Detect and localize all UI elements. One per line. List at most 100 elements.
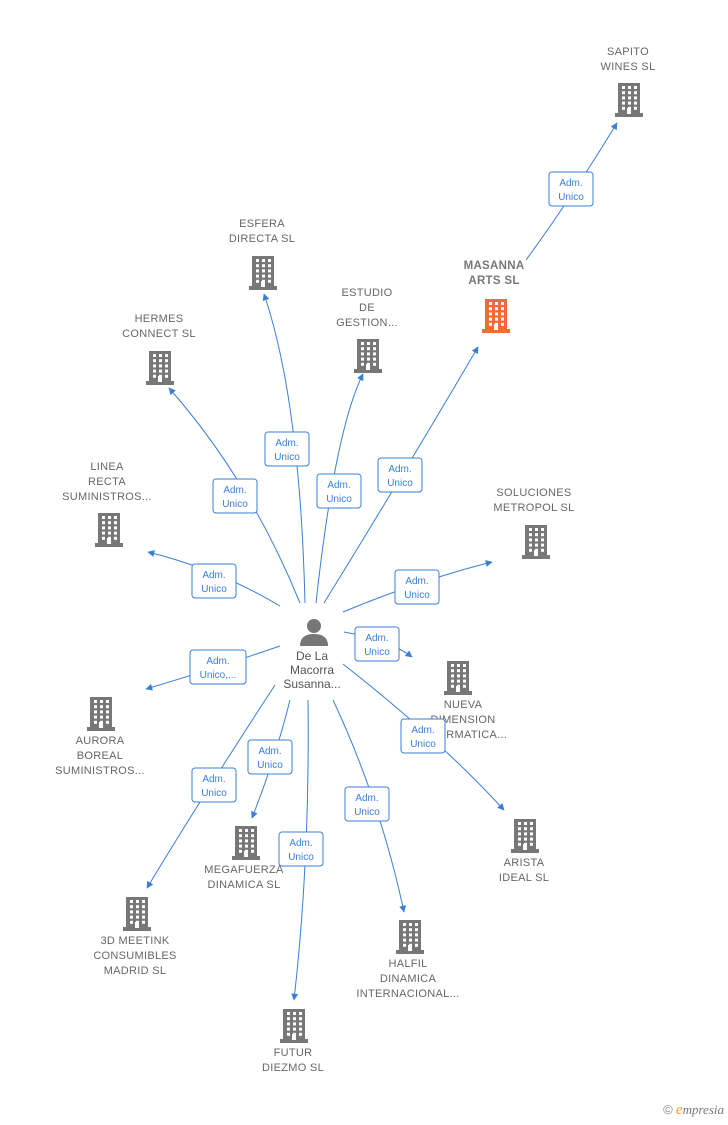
edge-role-line2: Unico [222, 499, 248, 510]
edge-role-line2: Unico [354, 807, 380, 818]
edge-person-esfera [262, 293, 306, 604]
building-icon [615, 83, 643, 117]
company-name-line: CONSUMIBLES [93, 950, 176, 962]
edge-role-line2: Unico [387, 478, 413, 489]
company-name-line: INTERNACIONAL... [356, 988, 459, 1000]
edge-role-line1: Adm. [202, 774, 225, 785]
building-icon [444, 661, 472, 695]
company-name-line: DINAMICA [380, 973, 437, 985]
edge-role-line2: Unico [364, 647, 390, 658]
building-icon [511, 819, 539, 853]
company-name-line: MASANNA [464, 260, 525, 272]
edge-label-nueva[interactable]: Adm. Unico [354, 626, 400, 662]
edge-label-box [400, 718, 446, 754]
company-node-masanna[interactable]: MASANNA ARTS SL [464, 260, 525, 333]
edge-role-line2: Unico [404, 590, 430, 601]
company-name-line: IDEAL SL [499, 872, 549, 884]
edge-label-sapito[interactable]: Adm. Unico [548, 171, 594, 207]
person-node[interactable]: De LaMacorraSusanna... [283, 619, 341, 691]
edge-label-aurora[interactable]: Adm. Unico,... [189, 649, 247, 685]
edge-label-megafuerza[interactable]: Adm. Unico [247, 739, 293, 775]
company-node-megafuerza[interactable]: MEGAFUERZA DINAMICA SL [204, 826, 284, 891]
company-name-line: ESFERA [239, 218, 285, 230]
brand-initial: e [675, 1102, 683, 1118]
company-name-line: DINAMICA SL [208, 879, 281, 891]
edge-label-box [316, 473, 362, 509]
brand-name: mpresia [682, 1102, 724, 1117]
edge-label-futur[interactable]: Adm. Unico [278, 831, 324, 867]
edge-role-line1: Adm. [289, 838, 312, 849]
edge-role-line2: Unico [326, 494, 352, 505]
edge-label-arista[interactable]: Adm.Unico [400, 718, 446, 754]
edge-role-line2: Unico,... [200, 670, 237, 681]
edge-role-line1: Adm. [559, 178, 582, 189]
person-icon [300, 619, 328, 646]
edge-role-line2: Unico [201, 584, 227, 595]
edge-label-linea[interactable]: Adm. Unico [191, 563, 237, 599]
company-node-aurora[interactable]: AURORA BOREAL SUMINISTROS... [55, 697, 145, 777]
edge-label-box [548, 171, 594, 207]
company-name-line: SAPITO [607, 46, 649, 58]
edge-role-line1: Adm. [405, 576, 428, 587]
company-name-line: AURORA [76, 735, 125, 747]
building-icon [232, 826, 260, 860]
edge-role-line1: Adm. [223, 485, 246, 496]
edge-label-hermes[interactable]: Adm. Unico [212, 478, 258, 514]
company-name-line: DE [359, 302, 375, 314]
company-name-line: ESTUDIO [342, 287, 393, 299]
building-icon [280, 1009, 308, 1043]
company-node-sapito[interactable]: SAPITO WINES SL [601, 46, 656, 117]
company-node-esfera[interactable]: ESFERA DIRECTA SL [229, 218, 295, 290]
company-name-line: LINEA [90, 461, 124, 473]
edge-label-halfil[interactable]: Adm. Unico [344, 786, 390, 822]
edge-role-line1: Adm. [206, 656, 229, 667]
edge-role-line1: Adm. [365, 633, 388, 644]
company-node-halfil[interactable]: HALFILDINAMICAINTERNACIONAL... [356, 920, 459, 1000]
edge-label-estudio[interactable]: Adm.Unico [316, 473, 362, 509]
company-name-line: BOREAL [77, 750, 123, 762]
company-name-line: DIRECTA SL [229, 233, 295, 245]
edge-label-box [377, 457, 423, 493]
edge-label-meetink[interactable]: Adm.Unico [191, 767, 237, 803]
edge-label-box [394, 569, 440, 605]
company-name-line: 3D MEETINK [100, 935, 169, 947]
company-name-line: MEGAFUERZA [204, 864, 284, 876]
edge-label-box [191, 563, 237, 599]
company-name-line: HERMES [135, 313, 184, 325]
company-node-estudio[interactable]: ESTUDIODEGESTION... [336, 287, 398, 373]
edge-label-soluciones[interactable]: Adm. Unico [394, 569, 440, 605]
edge-label-box [344, 786, 390, 822]
edge-role-line1: Adm. [411, 725, 434, 736]
person-name-line: Susanna... [283, 677, 340, 691]
company-name-line: WINES SL [601, 61, 656, 73]
brand-footer: © empresia [663, 1102, 724, 1119]
company-name-line: SUMINISTROS... [62, 491, 152, 503]
company-name-line: SOLUCIONES [496, 487, 571, 499]
edge-role-line1: Adm. [202, 570, 225, 581]
edge-label-box [278, 831, 324, 867]
company-name-line: ARTS SL [468, 275, 519, 287]
edge-role-line2: Unico [274, 452, 300, 463]
building-icon [482, 299, 510, 333]
edge-role-line2: Unico [288, 852, 314, 863]
edge-label-box [191, 767, 237, 803]
edge-role-line2: Unico [558, 192, 584, 203]
edge-label-masanna[interactable]: Adm. Unico [377, 457, 423, 493]
edge-label-esfera[interactable]: Adm.Unico [264, 431, 310, 467]
edge-role-line1: Adm. [258, 746, 281, 757]
building-icon [249, 256, 277, 290]
building-icon [87, 697, 115, 731]
company-node-linea[interactable]: LINEARECTASUMINISTROS... [62, 461, 152, 547]
edge-role-line2: Unico [257, 760, 283, 771]
person-name-line: Macorra [290, 663, 334, 677]
company-name-line: SUMINISTROS... [55, 765, 145, 777]
edge-role-line1: Adm. [355, 793, 378, 804]
edge-label-box [189, 649, 247, 685]
edge-role-line1: Adm. [388, 464, 411, 475]
